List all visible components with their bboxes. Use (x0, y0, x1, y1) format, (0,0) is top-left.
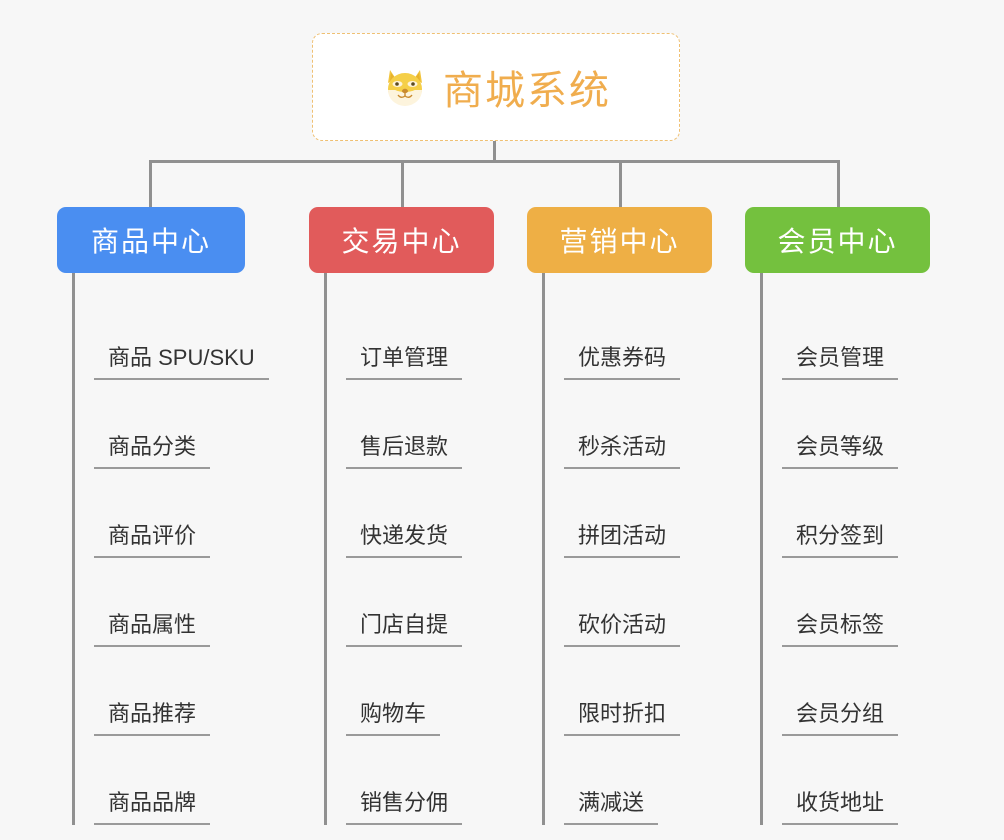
branch-column-2: 交易中心 订单管理 售后退款 快递发货 门店自提 购物车 销售分佣 (309, 207, 494, 825)
leaf-label: 商品品牌 (94, 789, 211, 825)
leaf-item[interactable]: 售后退款 (324, 380, 494, 469)
leaf-label: 商品评价 (94, 522, 211, 558)
category-header-3[interactable]: 营销中心 (527, 207, 712, 273)
leaf-item[interactable]: 购物车 (324, 647, 494, 736)
leaf-label: 满减送 (564, 789, 659, 825)
leaf-label: 订单管理 (346, 344, 463, 380)
leaf-label: 商品属性 (94, 611, 211, 647)
connector-bus (149, 160, 840, 163)
category-header-label-1: 商品中心 (90, 226, 211, 257)
branch-column-4: 会员中心 会员管理 会员等级 积分签到 会员标签 会员分组 收货地址 (745, 207, 930, 825)
leaf-item[interactable]: 收货地址 (760, 736, 930, 825)
leaf-trunk-1 (72, 273, 75, 825)
root-node[interactable]: 商城系统 (312, 33, 680, 141)
leaf-label: 秒杀活动 (564, 433, 681, 469)
leaf-label: 积分签到 (782, 522, 899, 558)
leaf-label: 门店自提 (346, 611, 463, 647)
leaf-label: 收货地址 (782, 789, 899, 825)
category-header-label-4: 会员中心 (777, 226, 898, 257)
leaf-label: 商品推荐 (94, 700, 211, 736)
connector-drop-2 (401, 160, 404, 208)
leaf-trunk-2 (324, 273, 327, 825)
leaf-item[interactable]: 商品推荐 (72, 647, 245, 736)
branch-column-3: 营销中心 优惠券码 秒杀活动 拼团活动 砍价活动 限时折扣 满减送 (527, 207, 712, 825)
leaf-label: 会员管理 (782, 344, 899, 380)
connector-drop-3 (619, 160, 622, 208)
leaf-label: 商品 SPU/SKU (94, 344, 269, 380)
category-header-2[interactable]: 交易中心 (309, 207, 494, 273)
leaf-label: 优惠券码 (564, 344, 681, 380)
leaf-label: 销售分佣 (346, 789, 463, 825)
leaf-trunk-3 (542, 273, 545, 825)
leaf-label: 商品分类 (94, 433, 211, 469)
leaf-item[interactable]: 商品 SPU/SKU (72, 291, 269, 380)
leaf-label: 限时折扣 (564, 700, 681, 736)
leaf-label: 拼团活动 (564, 522, 681, 558)
category-header-label-2: 交易中心 (341, 226, 462, 257)
leaf-item[interactable]: 会员等级 (760, 380, 930, 469)
leaf-item[interactable]: 快递发货 (324, 469, 494, 558)
branch-column-1: 商品中心 商品 SPU/SKU 商品分类 商品评价 商品属性 商品推荐 商品品牌 (57, 207, 269, 825)
leaf-item[interactable]: 商品品牌 (72, 736, 245, 825)
leaf-item[interactable]: 销售分佣 (324, 736, 494, 825)
leaf-item[interactable]: 砍价活动 (542, 558, 712, 647)
leaf-list-3: 优惠券码 秒杀活动 拼团活动 砍价活动 限时折扣 满减送 (527, 273, 712, 825)
leaf-item[interactable]: 秒杀活动 (542, 380, 712, 469)
leaf-item[interactable]: 会员管理 (760, 291, 930, 380)
leaf-label: 售后退款 (346, 433, 463, 469)
leaf-item[interactable]: 商品评价 (72, 469, 245, 558)
leaf-item[interactable]: 商品分类 (72, 380, 245, 469)
leaf-item[interactable]: 优惠券码 (542, 291, 712, 380)
leaf-item[interactable]: 限时折扣 (542, 647, 712, 736)
leaf-label: 快递发货 (346, 522, 463, 558)
shiba-dog-face-icon (381, 63, 429, 111)
leaf-item[interactable]: 会员分组 (760, 647, 930, 736)
leaf-trunk-4 (760, 273, 763, 825)
leaf-label: 会员分组 (782, 700, 899, 736)
category-header-4[interactable]: 会员中心 (745, 207, 930, 273)
connector-stem (493, 141, 496, 162)
connector-drop-4 (837, 160, 840, 208)
leaf-item[interactable]: 满减送 (542, 736, 712, 825)
leaf-list-4: 会员管理 会员等级 积分签到 会员标签 会员分组 收货地址 (745, 273, 930, 825)
leaf-label: 砍价活动 (564, 611, 681, 647)
category-header-1[interactable]: 商品中心 (57, 207, 245, 273)
leaf-item[interactable]: 商品属性 (72, 558, 245, 647)
leaf-label: 购物车 (346, 700, 441, 736)
leaf-label: 会员标签 (782, 611, 899, 647)
leaf-list-2: 订单管理 售后退款 快递发货 门店自提 购物车 销售分佣 (309, 273, 494, 825)
leaf-list-1: 商品 SPU/SKU 商品分类 商品评价 商品属性 商品推荐 商品品牌 (57, 273, 269, 825)
leaf-item[interactable]: 会员标签 (760, 558, 930, 647)
leaf-item[interactable]: 积分签到 (760, 469, 930, 558)
leaf-item[interactable]: 拼团活动 (542, 469, 712, 558)
connector-drop-1 (149, 160, 152, 208)
leaf-item[interactable]: 门店自提 (324, 558, 494, 647)
root-title: 商城系统 (443, 69, 611, 113)
category-header-label-3: 营销中心 (559, 226, 680, 257)
leaf-label: 会员等级 (782, 433, 899, 469)
leaf-item[interactable]: 订单管理 (324, 291, 494, 380)
